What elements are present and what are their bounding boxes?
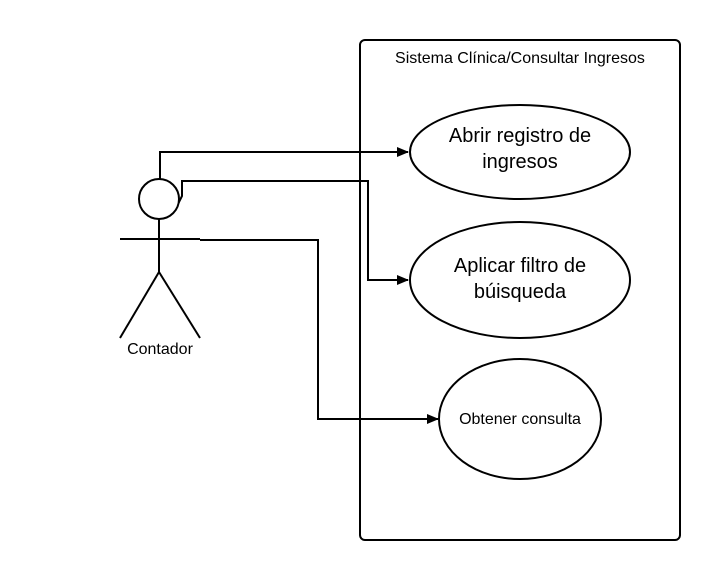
use-case-label: Abrir registro de xyxy=(449,125,591,147)
use-case-label: Obtener consulta xyxy=(459,411,581,428)
use-case-obtener-consulta: Obtener consulta xyxy=(438,358,602,480)
use-case-label: ingresos xyxy=(482,151,558,173)
connector-aplicar-filtro xyxy=(177,180,409,285)
actor-head xyxy=(138,178,180,220)
system-title: Sistema Clínica/Consultar Ingresos xyxy=(395,50,645,67)
connectors xyxy=(159,147,439,424)
actor-body xyxy=(119,219,201,339)
actor-label: Contador xyxy=(127,341,193,358)
use-case-label: Aplicar filtro de xyxy=(454,255,586,277)
connector-obtener-consulta xyxy=(200,239,439,424)
connector-abrir-registro xyxy=(159,147,409,182)
actor-contador: Contador xyxy=(119,178,201,358)
use-case-aplicar-filtro: Aplicar filtro de búisqueda xyxy=(409,221,631,339)
use-case-label: búisqueda xyxy=(474,281,567,303)
use-case-abrir-registro: Abrir registro de ingresos xyxy=(409,104,631,200)
